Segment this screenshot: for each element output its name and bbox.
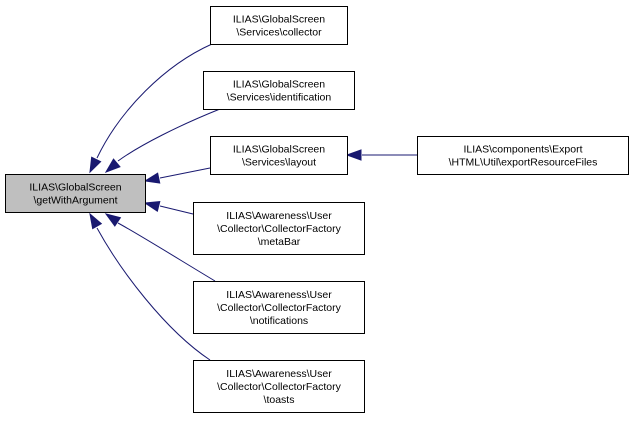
node-label-line: ILIAS\GlobalScreen: [233, 144, 325, 156]
node-label-line: \Services\identification: [227, 92, 332, 104]
edge-notifications-to-focus: [104, 213, 216, 282]
edge-line: [117, 222, 216, 282]
node-box: [417, 136, 629, 175]
edge-collector-to-focus: [89, 43, 213, 174]
node-label-line: \HTML\Util\exportResourceFiles: [449, 157, 598, 169]
edge-line: [159, 205, 194, 215]
arrowhead-icon: [143, 172, 161, 184]
arrowhead-icon: [89, 212, 103, 230]
node-label-line: \notifications: [250, 315, 308, 327]
arrowhead-icon: [89, 156, 102, 174]
node-label-line: \Collector\CollectorFactory: [217, 302, 341, 314]
edge-line: [96, 227, 211, 361]
node-label-line: ILIAS\GlobalScreen: [29, 182, 121, 194]
arrowhead-icon: [345, 149, 362, 161]
node-label-line: ILIAS\components\Export: [463, 144, 582, 156]
node-box: [210, 6, 348, 45]
node-label-line: \Services\layout: [242, 157, 316, 169]
node-box: [210, 136, 348, 175]
node-label-line: \metaBar: [258, 236, 301, 248]
node-label-line: ILIAS\Awareness\User: [226, 368, 332, 380]
node-collector[interactable]: ILIAS\GlobalScreen\Services\collector: [210, 6, 348, 45]
edge-line: [96, 43, 213, 159]
arrowhead-icon: [104, 213, 122, 227]
edge-exportResourceFiles-to-layout: [345, 149, 417, 161]
node-focus: ILIAS\GlobalScreen\getWithArgument: [5, 174, 146, 213]
node-box: [5, 174, 146, 213]
node-exportResourceFiles[interactable]: ILIAS\components\Export\HTML\Util\export…: [417, 136, 629, 175]
node-box: [193, 360, 365, 413]
node-layout[interactable]: ILIAS\GlobalScreen\Services\layout: [210, 136, 348, 175]
node-label-line: ILIAS\GlobalScreen: [233, 14, 325, 26]
node-notifications[interactable]: ILIAS\Awareness\User\Collector\Collector…: [193, 281, 365, 334]
edge-line: [117, 108, 221, 162]
node-identification[interactable]: ILIAS\GlobalScreen\Services\identificati…: [203, 71, 355, 110]
node-label-line: \Collector\CollectorFactory: [217, 381, 341, 393]
node-box: [193, 202, 365, 255]
edge-line: [159, 167, 211, 179]
node-label-line: ILIAS\Awareness\User: [226, 210, 332, 222]
edge-metaBar-to-focus: [143, 200, 194, 215]
node-label-line: ILIAS\Awareness\User: [226, 289, 332, 301]
arrowhead-icon: [104, 158, 121, 173]
edge-identification-to-focus: [104, 108, 221, 173]
node-label-line: ILIAS\GlobalScreen: [233, 79, 325, 91]
node-box: [193, 281, 365, 334]
node-label-line: \Services\collector: [236, 27, 322, 39]
edge-toasts-to-focus: [89, 212, 211, 361]
arrowhead-icon: [143, 200, 161, 213]
edge-layout-to-focus: [143, 167, 211, 184]
node-toasts[interactable]: ILIAS\Awareness\User\Collector\Collector…: [193, 360, 365, 413]
node-label-line: \toasts: [264, 394, 295, 406]
node-box: [203, 71, 355, 110]
node-label-line: \Collector\CollectorFactory: [217, 223, 341, 235]
node-metaBar[interactable]: ILIAS\Awareness\User\Collector\Collector…: [193, 202, 365, 255]
node-label-line: \getWithArgument: [33, 195, 117, 207]
